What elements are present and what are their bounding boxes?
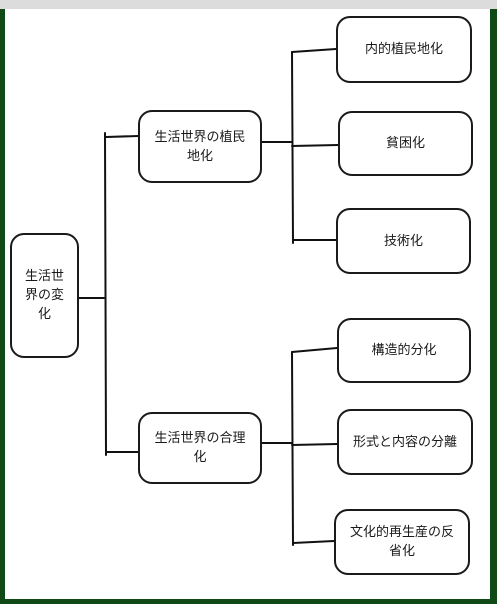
leaf-node-1-1-label: 内的植民地化	[364, 42, 443, 57]
connector-to-leaf-1-1	[291, 48, 337, 53]
connector-to-leaf-2-1	[291, 347, 338, 353]
connector-to-leaf-2-2	[291, 443, 338, 446]
branch-node-2-label: 生活世界の合理化	[154, 431, 246, 465]
root-node: 生活世界の変化	[10, 233, 79, 358]
leaf-node-2-2: 形式と内容の分離	[337, 409, 473, 475]
leaf-node-1-3: 技術化	[336, 208, 471, 274]
diagram-canvas	[5, 9, 490, 599]
leaf-node-2-1: 構造的分化	[337, 318, 471, 383]
connector-to-branch-1	[105, 135, 139, 138]
connector-root-trunk	[104, 132, 107, 456]
leaf-node-1-2-label: 貧困化	[385, 136, 425, 151]
leaf-node-1-2: 貧困化	[338, 111, 473, 176]
leaf-node-2-3-label: 文化的再生産の反省化	[350, 525, 455, 559]
leaf-node-2-1-label: 構造的分化	[371, 343, 437, 358]
branch-node-2: 生活世界の合理化	[138, 412, 262, 484]
root-node-label: 生活世界の変化	[24, 269, 64, 322]
connector-to-leaf-1-2	[291, 144, 339, 147]
connector-branch-1-trunk	[291, 51, 294, 244]
connector-branch-2-trunk	[291, 351, 294, 546]
leaf-node-1-1: 内的植民地化	[336, 16, 472, 83]
branch-node-1: 生活世界の植民地化	[138, 110, 262, 183]
window-top-bar	[0, 0, 497, 9]
branch-node-1-label: 生活世界の植民地化	[154, 129, 246, 164]
leaf-node-1-3-label: 技術化	[383, 233, 423, 249]
connector-to-leaf-2-3	[292, 540, 335, 544]
leaf-node-2-3: 文化的再生産の反省化	[334, 509, 470, 575]
leaf-node-2-2-label: 形式と内容の分離	[352, 434, 457, 450]
